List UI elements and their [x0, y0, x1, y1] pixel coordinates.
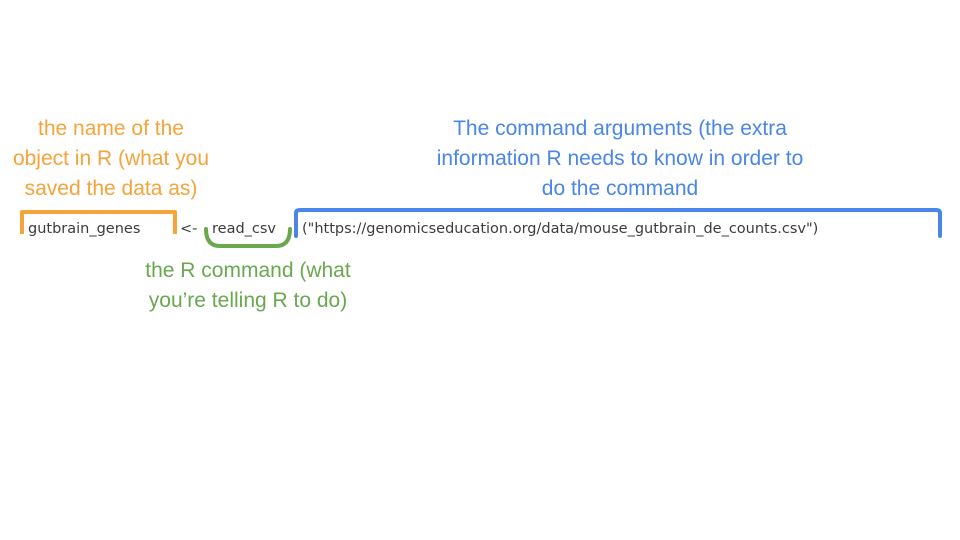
command-annotation-line: the R command (what [145, 259, 351, 282]
object-name-annotation-line: object in R (what you [12, 147, 210, 170]
code-function-name: read_csv [212, 221, 277, 237]
object-name-annotation-line: the name of the [38, 117, 184, 140]
object-name-annotation: the name of the object in R (what you sa… [0, 114, 236, 204]
arguments-annotation: The command arguments (the extra informa… [390, 114, 850, 204]
arguments-annotation-line: do the command [541, 177, 699, 200]
code-assign-operator: <- [180, 221, 198, 237]
command-annotation-line: you’re telling R to do) [148, 289, 348, 312]
command-annotation: the R command (what you’re telling R to … [118, 256, 378, 316]
arguments-annotation-line: The command arguments (the extra [453, 117, 787, 140]
object-name-annotation-line: saved the data as) [24, 177, 198, 200]
code-arguments: ("https://genomicseducation.org/data/mou… [302, 221, 819, 237]
arguments-annotation-line: information R needs to know in order to [436, 147, 804, 170]
code-object-name: gutbrain_genes [28, 221, 141, 237]
